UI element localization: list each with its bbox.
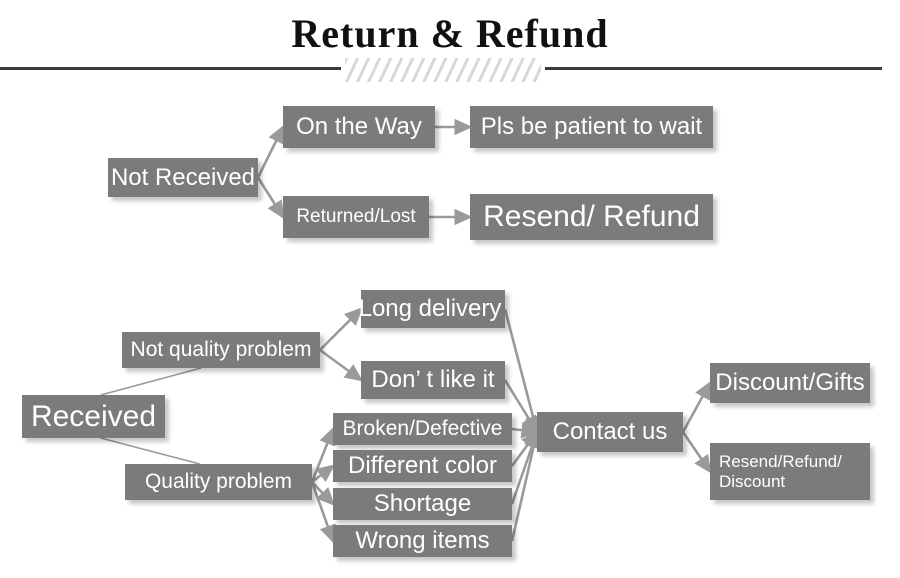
node-pls-be-patient[interactable]: Pls be patient to wait bbox=[470, 106, 713, 148]
edge-received-to-quality bbox=[100, 437, 201, 465]
node-resend-refund[interactable]: Resend/ Refund bbox=[470, 194, 713, 240]
node-label: Long delivery bbox=[358, 295, 502, 323]
node-label: Don’ t like it bbox=[371, 366, 495, 394]
node-label: Discount/Gifts bbox=[715, 369, 865, 397]
node-contact-us[interactable]: Contact us bbox=[537, 412, 683, 452]
edge-shortage-to-contact-us bbox=[510, 429, 540, 505]
node-different-color[interactable]: Different color bbox=[333, 450, 512, 482]
edge-not-received-to-on-the-way bbox=[256, 124, 285, 179]
node-dont-like-it[interactable]: Don’ t like it bbox=[361, 361, 505, 399]
node-not-received[interactable]: Not Received bbox=[108, 158, 258, 197]
edge-not-received-to-returned-lost bbox=[256, 176, 285, 220]
edge-quality-to-broken-defective bbox=[310, 426, 335, 483]
node-label: Broken/Defective bbox=[342, 416, 503, 440]
node-returned-lost[interactable]: Returned/Lost bbox=[283, 196, 429, 238]
node-broken-defective[interactable]: Broken/Defective bbox=[333, 413, 512, 445]
edge-quality-to-shortage bbox=[311, 481, 335, 506]
edge-wrong-items-to-contact-us bbox=[510, 429, 542, 542]
node-label: Different color bbox=[348, 452, 497, 480]
edge-received-to-not-quality bbox=[100, 367, 202, 396]
node-label: Not quality problem bbox=[130, 337, 312, 361]
diagonal-hatch-divider-icon bbox=[345, 58, 541, 82]
edge-different-color-to-contact-us bbox=[510, 429, 539, 467]
divider-rule-left bbox=[0, 67, 341, 70]
edge-not-quality-to-long-delivery bbox=[319, 307, 363, 351]
node-label: Resend/ Refund bbox=[483, 200, 700, 234]
edge-contact-us-to-resend-refund-disc bbox=[681, 431, 712, 474]
node-label: Wrong items bbox=[355, 527, 490, 555]
node-on-the-way[interactable]: On the Way bbox=[283, 106, 435, 148]
node-resend-refund-disc[interactable]: Resend/Refund/ Discount bbox=[710, 443, 870, 500]
node-label: Pls be patient to wait bbox=[480, 113, 703, 141]
node-wrong-items[interactable]: Wrong items bbox=[333, 525, 512, 557]
edge-broken-defective-to-contact-us bbox=[511, 421, 540, 439]
edge-contact-us-to-discount-gifts bbox=[681, 380, 712, 433]
node-not-quality[interactable]: Not quality problem bbox=[122, 332, 320, 368]
node-label: Shortage bbox=[373, 490, 472, 518]
node-label: Contact us bbox=[552, 418, 668, 446]
edge-quality-to-different-color bbox=[311, 464, 336, 484]
node-received[interactable]: Received bbox=[22, 395, 165, 438]
node-label: On the Way bbox=[296, 113, 422, 141]
node-discount-gifts[interactable]: Discount/Gifts bbox=[710, 363, 870, 403]
node-long-delivery[interactable]: Long delivery bbox=[358, 290, 505, 328]
node-label: Quality problem bbox=[144, 469, 293, 493]
edge-quality-to-wrong-items bbox=[310, 481, 336, 544]
node-label: Received bbox=[30, 399, 157, 433]
divider-rule-right bbox=[545, 67, 882, 70]
node-label: Not Received bbox=[110, 163, 256, 191]
node-label: Returned/Lost bbox=[296, 206, 416, 228]
edge-not-quality-to-dont-like-it bbox=[319, 348, 364, 382]
node-shortage[interactable]: Shortage bbox=[333, 488, 512, 520]
node-quality[interactable]: Quality problem bbox=[125, 464, 312, 500]
page-title: Return & Refund bbox=[291, 11, 609, 56]
node-label: Resend/Refund/ Discount bbox=[719, 452, 842, 491]
